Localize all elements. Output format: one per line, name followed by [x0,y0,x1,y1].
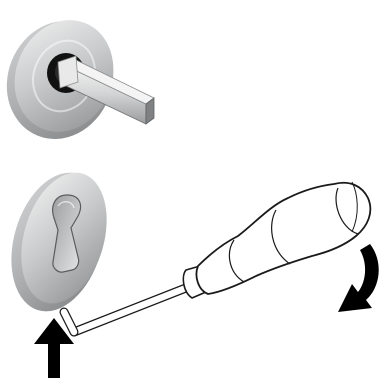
euro-profile-escutcheon-rosette-icon [11,172,107,312]
door-rosette-with-square-spindle-icon [6,20,155,139]
screwdriver-icon [59,181,372,337]
up-arrow-icon [34,318,74,378]
rotate-down-arrow-icon [338,244,379,312]
